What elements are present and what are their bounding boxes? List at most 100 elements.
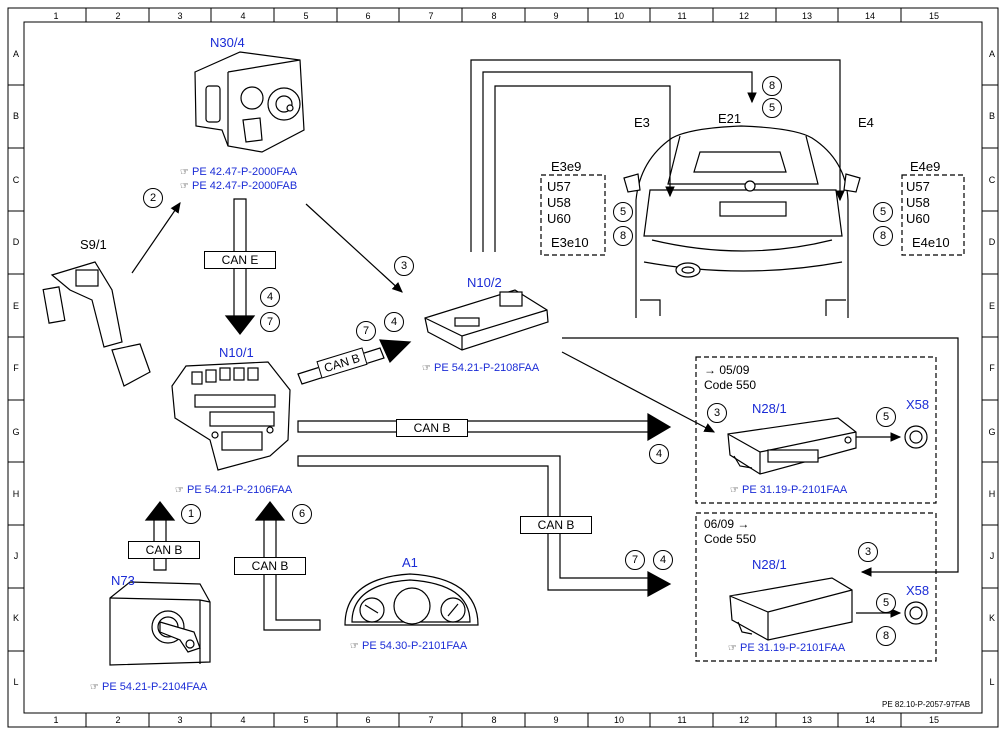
grid-col-label: 9 bbox=[553, 715, 559, 725]
reference-text: PE 31.19-P-2101FAA bbox=[740, 642, 846, 654]
variant-top-code: Code 550 bbox=[704, 378, 757, 392]
grid-col-label: 3 bbox=[177, 11, 183, 21]
component-label-n73: N73 bbox=[111, 573, 135, 588]
reference-text: PE 31.19-P-2101FAA bbox=[742, 484, 848, 496]
lamp-right-item: U57 bbox=[906, 179, 930, 194]
step-marker: 4 bbox=[649, 444, 669, 464]
step-marker: 3 bbox=[858, 542, 878, 562]
step-marker: 4 bbox=[653, 550, 673, 570]
lamp-left-footer: E3e10 bbox=[551, 235, 589, 250]
finger-pointer-icon: ☞ bbox=[175, 485, 184, 496]
reference-link-n28-bottom[interactable]: ☞ PE 31.19-P-2101FAA bbox=[728, 643, 845, 654]
grid-row-label: K bbox=[12, 613, 19, 623]
grid-col-label: 3 bbox=[177, 715, 183, 725]
grid-row-label: L bbox=[13, 677, 19, 687]
grid-col-label: 15 bbox=[928, 11, 939, 21]
lamp-left-title: E3e9 bbox=[551, 159, 582, 174]
grid-col-label: 1 bbox=[53, 11, 59, 21]
grid-col-label: 6 bbox=[365, 11, 371, 21]
component-label-a1: A1 bbox=[402, 555, 418, 570]
step-marker: 8 bbox=[613, 226, 633, 246]
bus-label-can-b: CAN B bbox=[520, 516, 592, 534]
step-marker: 8 bbox=[873, 226, 893, 246]
reference-link-n28-top[interactable]: ☞ PE 31.19-P-2101FAA bbox=[730, 485, 847, 496]
grid-col-label: 11 bbox=[677, 11, 687, 21]
reference-link-a1[interactable]: ☞ PE 54.30-P-2101FAA bbox=[350, 641, 467, 652]
grid-col-label: 4 bbox=[240, 715, 246, 725]
reference-link-n10-2[interactable]: ☞ PE 54.21-P-2108FAA bbox=[422, 363, 539, 374]
step-marker: 5 bbox=[876, 593, 896, 613]
grid-col-label: 7 bbox=[428, 11, 434, 21]
grid-row-label: B bbox=[12, 111, 19, 121]
component-label-x58-top: X58 bbox=[906, 397, 930, 412]
grid-col-label: 14 bbox=[864, 11, 875, 21]
grid-row-label: H bbox=[12, 489, 20, 499]
step-marker: 4 bbox=[384, 312, 404, 332]
step-marker: 1 bbox=[181, 504, 201, 524]
n10-1-unit-illustration bbox=[171, 361, 291, 471]
component-label-e3: E3 bbox=[634, 115, 650, 130]
grid-row-label: H bbox=[988, 489, 996, 499]
grid-row-label: F bbox=[989, 363, 995, 373]
bus-label-can-b: CAN B bbox=[128, 541, 200, 559]
outer-frame bbox=[7, 7, 999, 728]
reference-link-n10-1[interactable]: ☞ PE 54.21-P-2106FAA bbox=[175, 485, 292, 496]
step-marker: 6 bbox=[292, 504, 312, 524]
finger-pointer-icon: ☞ bbox=[728, 643, 737, 654]
lamp-right-title: E4e9 bbox=[910, 159, 941, 174]
n73-unit-illustration bbox=[109, 581, 211, 666]
step-marker: 5 bbox=[873, 202, 893, 222]
step-marker: 5 bbox=[613, 202, 633, 222]
finger-pointer-icon: ☞ bbox=[180, 167, 189, 178]
component-label-x58-bottom: X58 bbox=[906, 583, 930, 598]
grid-col-label: 4 bbox=[240, 11, 246, 21]
lamp-right-footer: E4e10 bbox=[912, 235, 950, 250]
reference-text: PE 54.30-P-2101FAA bbox=[362, 640, 468, 652]
reference-link-n30-4-a[interactable]: ☞ PE 42.47-P-2000FAA bbox=[180, 167, 297, 178]
step-marker: 2 bbox=[143, 188, 163, 208]
footer-reference: PE 82.10-P-2057-97FAB bbox=[882, 700, 971, 709]
grid-col-label: 13 bbox=[801, 715, 812, 725]
step-marker: 3 bbox=[394, 256, 414, 276]
grid-col-label: 5 bbox=[303, 11, 309, 21]
grid-row-label: D bbox=[988, 237, 996, 247]
reference-text: PE 54.21-P-2104FAA bbox=[102, 681, 208, 693]
grid-col-label: 12 bbox=[738, 11, 749, 21]
grid-col-label: 6 bbox=[365, 715, 371, 725]
grid-col-label: 14 bbox=[864, 715, 875, 725]
grid-col-label: 8 bbox=[491, 11, 497, 21]
grid-col-label: 10 bbox=[613, 715, 624, 725]
grid-row-label: C bbox=[988, 175, 996, 185]
finger-pointer-icon: ☞ bbox=[422, 363, 431, 374]
reference-text: PE 54.21-P-2106FAA bbox=[187, 484, 293, 496]
lamp-left-item: U60 bbox=[547, 211, 571, 226]
grid-ticks bbox=[8, 8, 998, 727]
lamp-right-item: U58 bbox=[906, 195, 930, 210]
grid-col-label: 2 bbox=[115, 11, 121, 21]
step-marker: 7 bbox=[625, 550, 645, 570]
component-label-e4: E4 bbox=[858, 115, 874, 130]
component-label-n10-1: N10/1 bbox=[219, 345, 254, 360]
step-marker: 7 bbox=[260, 312, 280, 332]
step-marker: 5 bbox=[876, 407, 896, 427]
grid-row-label: J bbox=[13, 551, 19, 561]
grid-col-label: 12 bbox=[738, 715, 749, 725]
dashed-groups bbox=[540, 174, 965, 662]
n28-1-bottom-illustration bbox=[729, 577, 853, 641]
grid-col-label: 7 bbox=[428, 715, 434, 725]
bus-label-can-b: CAN B bbox=[396, 419, 468, 437]
reference-link-n73[interactable]: ☞ PE 54.21-P-2104FAA bbox=[90, 682, 207, 693]
grid-col-label: 8 bbox=[491, 715, 497, 725]
grid-row-label: E bbox=[12, 301, 19, 311]
n30-4-unit-illustration bbox=[194, 51, 305, 153]
grid-row-label: K bbox=[988, 613, 995, 623]
inner-frame bbox=[23, 21, 983, 714]
grid-row-label: A bbox=[12, 49, 19, 59]
component-label-n30-4: N30/4 bbox=[210, 35, 245, 50]
s9-1-pedal-illustration bbox=[42, 261, 151, 387]
component-label-n10-2: N10/2 bbox=[467, 275, 502, 290]
step-marker: 8 bbox=[762, 76, 782, 96]
lamp-left-item: U57 bbox=[547, 179, 571, 194]
reference-link-n30-4-b[interactable]: ☞ PE 42.47-P-2000FAB bbox=[180, 181, 297, 192]
